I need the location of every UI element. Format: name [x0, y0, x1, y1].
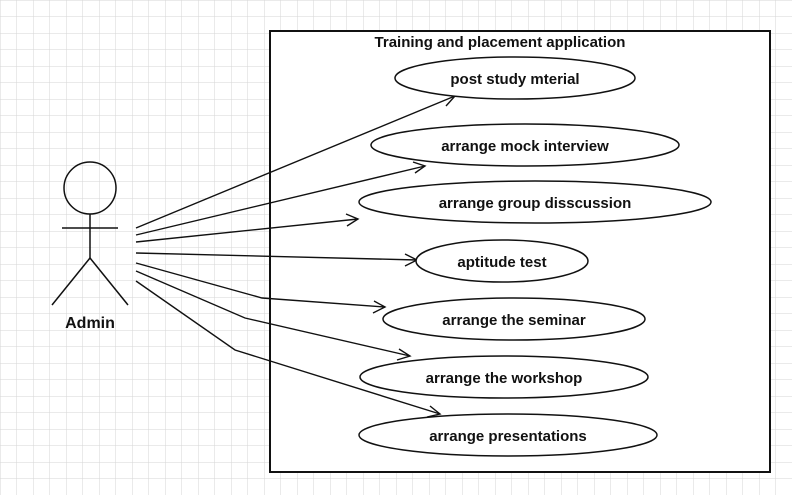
arrowhead-mock-interview: [412, 161, 427, 174]
use-case-aptitude-test: aptitude test: [415, 239, 589, 283]
arrowhead-seminar: [372, 300, 387, 314]
use-case-seminar: arrange the seminar: [382, 297, 646, 341]
use-case-label: arrange the seminar: [442, 312, 586, 329]
use-case-post-study-material: post study mterial: [394, 56, 636, 100]
use-case-group-discussion: arrange group disscussion: [358, 180, 712, 224]
use-case-label: arrange mock interview: [441, 138, 609, 155]
association-mock-interview: [135, 165, 426, 236]
actor-label: Admin: [65, 315, 115, 332]
actor-admin-figure: [51, 161, 129, 306]
association-presentations: [135, 280, 441, 415]
use-case-label: arrange presentations: [429, 428, 587, 445]
association-aptitude-test: [135, 252, 418, 261]
association-post-study-material: [135, 95, 456, 229]
use-case-presentations: arrange presentations: [358, 413, 658, 457]
actor-right-leg: [89, 257, 129, 306]
use-case-label: post study mterial: [450, 71, 579, 88]
use-case-label: aptitude test: [457, 254, 546, 271]
actor-left-leg: [51, 257, 91, 306]
use-case-label: arrange the workshop: [426, 370, 583, 387]
association-seminar: [135, 262, 386, 308]
use-case-label: arrange group disscussion: [439, 195, 632, 212]
association-group-discussion: [135, 218, 359, 243]
arrowhead-presentations: [426, 405, 442, 418]
arrowhead-group-discussion: [345, 213, 360, 227]
arrowhead-workshop: [396, 348, 412, 361]
use-case-mock-interview: arrange mock interview: [370, 123, 680, 167]
system-title: Training and placement application: [375, 34, 626, 51]
association-workshop: [135, 270, 411, 357]
use-case-workshop: arrange the workshop: [359, 355, 649, 399]
